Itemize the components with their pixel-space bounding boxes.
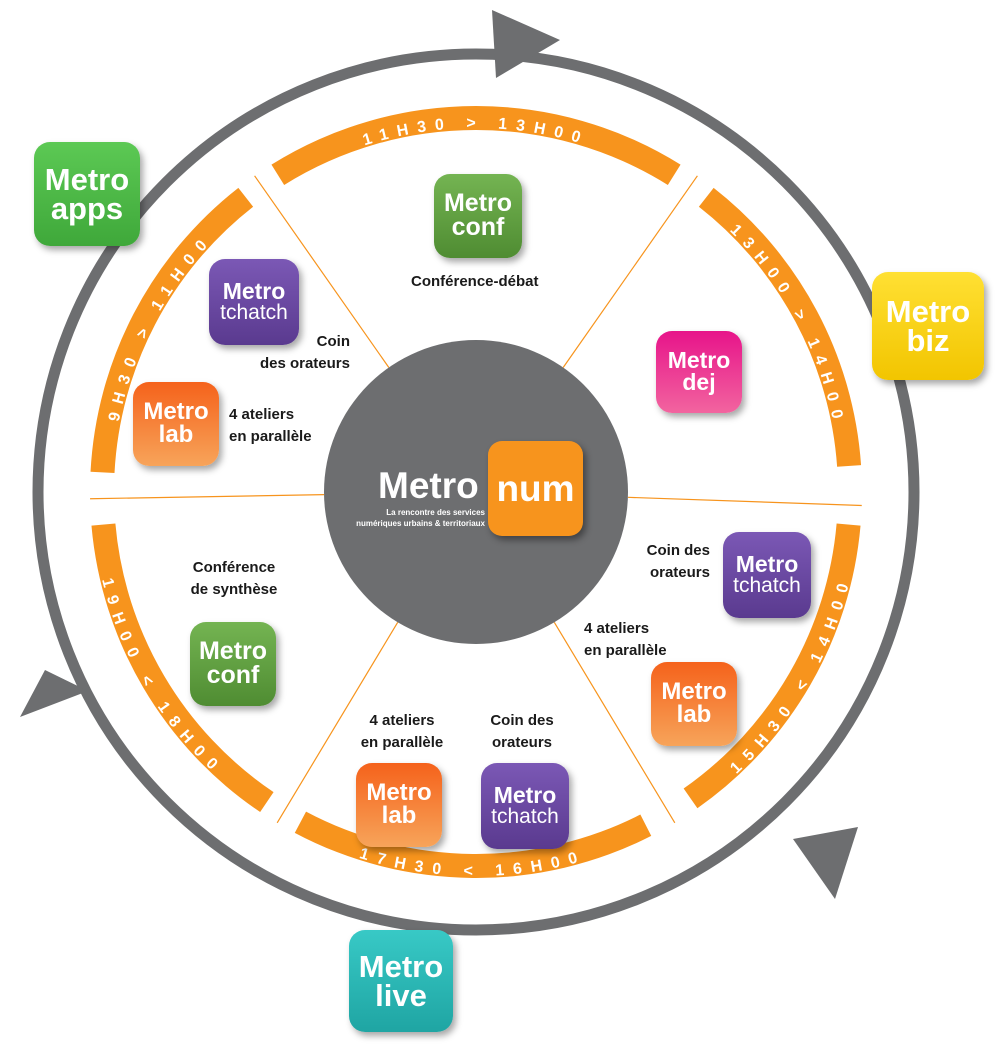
metro-tchatch-bottom-top: Metro	[493, 782, 557, 809]
center-tagline-line-1: La rencontre des services	[386, 508, 485, 517]
metro-apps-tile: Metro apps	[34, 142, 140, 246]
label-bottom-ateliers-1: 4 ateliers	[369, 712, 435, 729]
label-lr-ateliers-2: en parallèle	[584, 641, 667, 659]
label-lr-ateliers-1: 4 ateliers	[584, 620, 650, 637]
ring-segment-bottom	[294, 811, 652, 878]
label-ul-coin-2: des orateurs	[259, 354, 350, 372]
metro-lab-ul-bottom: lab	[158, 421, 194, 448]
segment-divider	[627, 496, 862, 507]
metro-biz-tile: Metro biz	[872, 272, 984, 380]
time-slot-label-upper_right: 13H00 > 14H00	[726, 222, 847, 429]
label-ul-coin-1: Coin	[316, 333, 350, 350]
metro-conf-top-tile: Metro conf	[434, 174, 522, 258]
label-conference-debat: Conférence-débat	[411, 271, 539, 293]
segment-divider	[90, 494, 325, 500]
cycle-arrow-left-icon	[20, 670, 88, 717]
segment-dividers	[90, 175, 862, 824]
label-bottom-coin-2: orateurs	[491, 733, 553, 751]
outer-cycle-circle	[32, 48, 920, 936]
center-tagline: La rencontre des services numériques urb…	[345, 508, 485, 530]
label-synthese-2: de synthèse	[190, 580, 278, 598]
center-num-label: num	[496, 467, 575, 509]
label-bottom-coin: Coin des orateurs	[476, 710, 568, 754]
metro-live-tile: Metro live	[349, 930, 453, 1032]
metro-tchatch-ul-bottom: tchatch	[220, 300, 288, 324]
metro-dej-top: Metro	[667, 347, 731, 374]
metro-live-top: Metro	[358, 948, 444, 984]
metro-tchatch-ul-tile: Metro tchatch	[209, 259, 299, 345]
metro-dej-bottom: dej	[682, 369, 716, 395]
center-tagline-line-2: numériques urbains & territoriaux	[356, 518, 485, 528]
center-title-word: Metro	[378, 465, 479, 506]
metro-conf-top-top: Metro	[443, 189, 513, 218]
ring-segment-upper_right	[698, 187, 862, 467]
metro-tchatch-bottom-tile: Metro tchatch	[481, 763, 569, 849]
label-synthese-1: Conférence	[192, 559, 276, 576]
ring-segment-top	[271, 106, 681, 186]
time-slot-ring	[90, 106, 862, 878]
metro-lab-lr-bottom: lab	[676, 701, 712, 728]
ring-segment-lower_left	[91, 523, 274, 813]
metro-tchatch-lr-bottom: tchatch	[733, 573, 801, 597]
label-ul-ateliers-2: en parallèle	[229, 427, 312, 445]
label-bottom-ateliers-2: en parallèle	[360, 733, 444, 751]
metro-conf-ll-tile: Metro conf	[190, 622, 276, 706]
metro-tchatch-lr-top: Metro	[735, 551, 799, 578]
metro-tchatch-ul-top: Metro	[222, 278, 286, 305]
metro-lab-ul-tile: Metro lab	[133, 382, 219, 466]
metro-lab-bottom-top: Metro	[366, 779, 432, 807]
label-bottom-ateliers: 4 ateliers en parallèle	[352, 710, 452, 754]
cycle-arrow-right-icon	[793, 827, 858, 899]
label-synthese: Conférence de synthèse	[180, 557, 288, 601]
metro-biz-top: Metro	[885, 293, 971, 329]
center-disc	[324, 340, 628, 644]
cycle-arrow-top-icon	[492, 10, 560, 78]
ring-segment-lower_right	[683, 523, 861, 809]
segment-divider	[553, 621, 676, 824]
label-lr-coin: Coin des orateurs	[618, 540, 710, 584]
metro-tchatch-bottom-bottom: tchatch	[491, 804, 559, 828]
label-lr-ateliers: 4 ateliers en parallèle	[584, 618, 667, 662]
metro-tchatch-lr-tile: Metro tchatch	[723, 532, 811, 618]
center-num-badge: num	[488, 441, 583, 536]
segment-divider	[562, 175, 698, 368]
metro-apps-bottom: apps	[50, 191, 124, 226]
metro-lab-lr-tile: Metro lab	[651, 662, 737, 746]
ring-segment-upper_left	[90, 187, 254, 474]
metro-lab-bottom-bottom: lab	[381, 802, 417, 829]
metro-lab-ul-top: Metro	[143, 398, 209, 426]
segment-divider	[254, 175, 390, 368]
segment-divider	[276, 621, 399, 824]
label-ul-ateliers: 4 ateliers en parallèle	[229, 404, 312, 448]
label-bottom-coin-1: Coin des	[490, 712, 554, 729]
metro-conf-ll-top: Metro	[198, 637, 268, 666]
label-ul-ateliers-1: 4 ateliers	[229, 406, 295, 423]
metro-lab-lr-top: Metro	[661, 678, 727, 706]
label-conference-debat-text: Conférence-débat	[411, 273, 539, 290]
label-lr-coin-2: orateurs	[649, 563, 710, 581]
metro-dej-tile: Metro dej	[656, 331, 742, 413]
metro-live-bottom: live	[375, 978, 427, 1013]
metro-biz-bottom: biz	[906, 323, 950, 358]
metro-lab-bottom-tile: Metro lab	[356, 763, 442, 847]
metro-conf-top-bottom: conf	[451, 213, 505, 241]
label-lr-coin-1: Coin des	[646, 542, 710, 559]
label-ul-coin: Coin des orateurs	[256, 331, 350, 375]
metro-conf-ll-bottom: conf	[206, 661, 260, 689]
metro-apps-top: Metro	[44, 161, 130, 197]
